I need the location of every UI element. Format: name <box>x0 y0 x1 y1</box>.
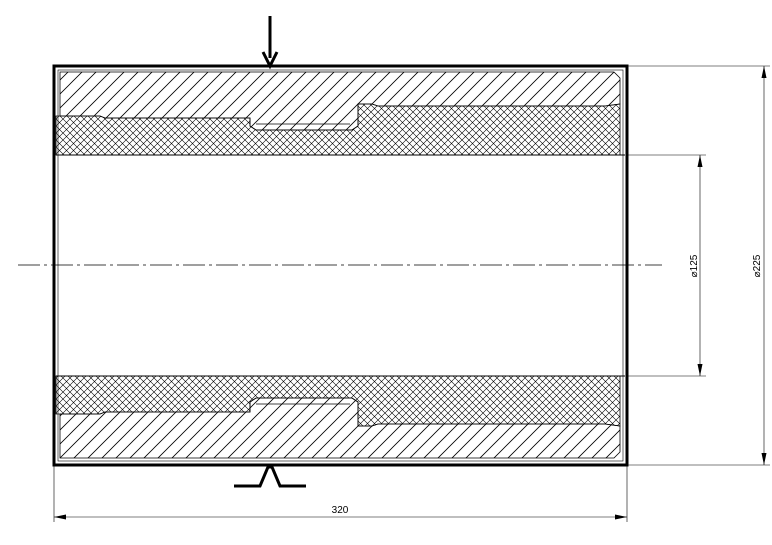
top-inner-crosshatch <box>55 103 621 156</box>
inner-diameter-label: ⌀125 <box>689 254 700 277</box>
inner-frame <box>57 69 624 462</box>
body-outline <box>52 64 629 467</box>
support-symbol-icon <box>234 465 306 488</box>
length-dimension: 320 <box>53 466 628 522</box>
force-arrow-icon <box>261 16 279 70</box>
outer-diameter-label: ⌀225 <box>752 254 763 277</box>
length-dimension-label: 320 <box>332 505 349 516</box>
bottom-wall <box>55 375 621 459</box>
top-wall <box>55 71 621 156</box>
inner-diameter-dimension: ⌀125 <box>627 154 706 377</box>
outer-diameter-dimension: ⌀225 <box>627 65 770 466</box>
bottom-outer-hatch <box>59 397 621 459</box>
